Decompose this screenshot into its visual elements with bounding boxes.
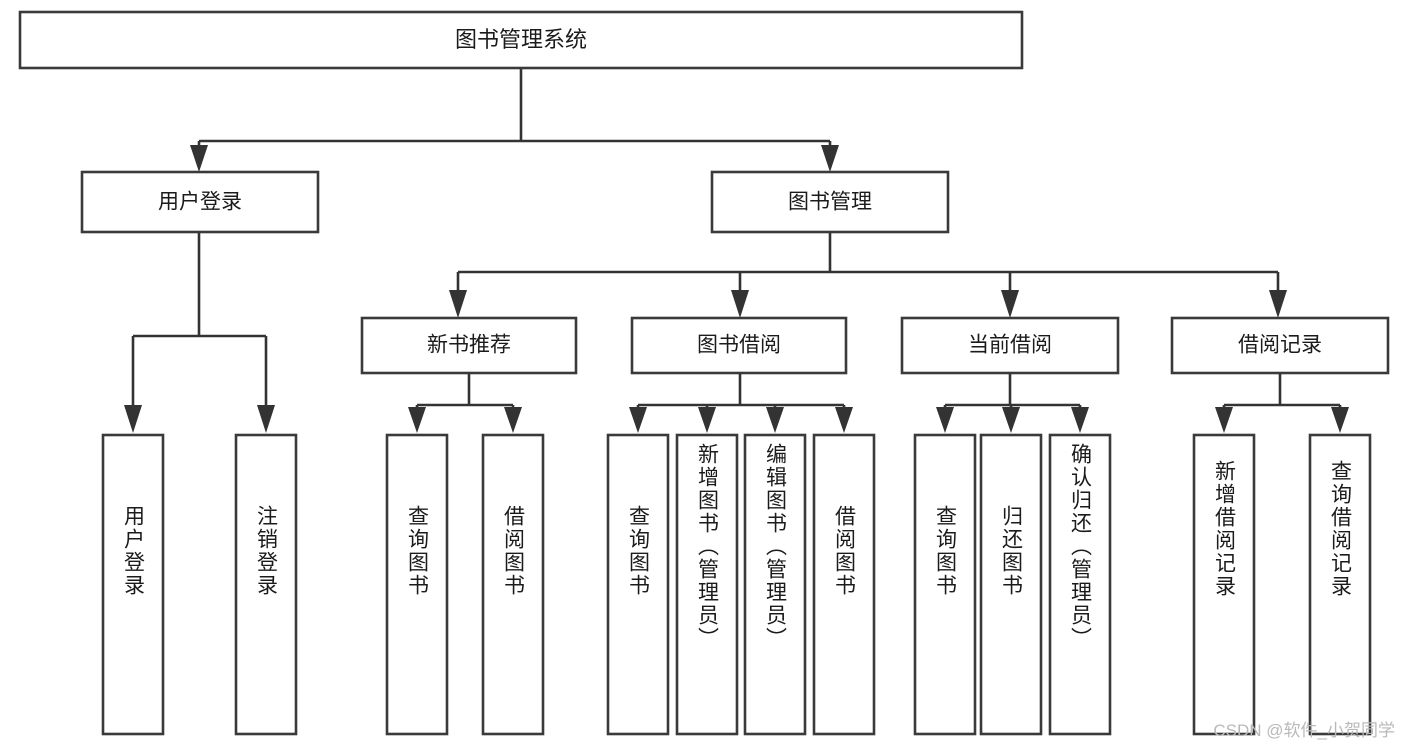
node-box-new-book-rec[interactable] bbox=[360, 316, 578, 375]
node-box-leaf-new-book-1[interactable] bbox=[385, 433, 449, 736]
connector-group-currentborrow bbox=[936, 373, 1089, 433]
connector-group-userlogin bbox=[124, 232, 275, 433]
node-box-leaf-new-book-2[interactable] bbox=[481, 433, 545, 736]
node-label-current-borrow: 当前借阅 bbox=[968, 334, 1052, 357]
node-box-book-manage[interactable] bbox=[710, 170, 950, 234]
node-box-leaf-borrow-record-2[interactable] bbox=[1308, 433, 1372, 736]
node-box-leaf-book-borrow-1[interactable] bbox=[606, 433, 670, 736]
node-box-leaf-current-borrow-1[interactable] bbox=[913, 433, 977, 736]
node-box-leaf-user-login-2[interactable] bbox=[234, 433, 298, 736]
arrow-head-leaf-currentborrow-2 bbox=[1002, 407, 1020, 433]
arrow-head-newbook bbox=[449, 290, 467, 318]
arrow-head-leaf-newbook-1 bbox=[408, 407, 426, 433]
node-label-book-manage: 图书管理 bbox=[788, 191, 872, 214]
connector-group-bookmanage bbox=[449, 232, 1287, 318]
watermark-label: CSDN @软件_小贺同学 bbox=[1213, 721, 1395, 740]
node-label-new-book-rec: 新书推荐 bbox=[427, 334, 511, 357]
arrow-head-leaf-currentborrow-1 bbox=[936, 407, 954, 433]
arrow-head-leaf-currentborrow-3 bbox=[1071, 407, 1089, 433]
node-box-leaf-book-borrow-4[interactable] bbox=[812, 433, 876, 736]
arrow-head-leaf-bookborrow-2 bbox=[698, 407, 716, 433]
node-box-current-borrow[interactable] bbox=[900, 316, 1120, 375]
arrow-head-leaf-bookborrow-4 bbox=[835, 407, 853, 433]
node-box-leaf-current-borrow-2[interactable] bbox=[979, 433, 1043, 736]
node-box-leaf-book-borrow-2[interactable] bbox=[675, 433, 739, 736]
arrow-head-currentborrow bbox=[1001, 290, 1019, 318]
node-box-leaf-book-borrow-3[interactable] bbox=[743, 433, 807, 736]
connector-group-bookborrow bbox=[629, 373, 853, 433]
arrow-head-bookmanage bbox=[821, 145, 839, 172]
node-box-borrow-record[interactable] bbox=[1170, 316, 1390, 375]
node-label-user-login: 用户登录 bbox=[158, 191, 242, 214]
arrow-head-leaf-newbook-2 bbox=[504, 407, 522, 433]
connector-group-borrowrecord bbox=[1215, 373, 1349, 433]
node-box-user-login[interactable] bbox=[80, 170, 320, 234]
connector-group-newbook bbox=[408, 373, 522, 433]
arrow-head-leaf-user-login-1 bbox=[124, 405, 142, 433]
arrow-head-bookborrow bbox=[731, 290, 749, 318]
arrow-head-leaf-user-login-2 bbox=[257, 405, 275, 433]
node-label-book-borrow: 图书借阅 bbox=[697, 334, 781, 357]
node-box-leaf-borrow-record-1[interactable] bbox=[1192, 433, 1256, 736]
arrow-head-leaf-bookborrow-3 bbox=[766, 407, 784, 433]
arrow-head-leaf-borrowrecord-1 bbox=[1215, 407, 1233, 433]
node-box-book-borrow[interactable] bbox=[630, 316, 848, 375]
node-box-leaf-current-borrow-3[interactable] bbox=[1048, 433, 1112, 736]
node-label-borrow-record: 借阅记录 bbox=[1238, 334, 1322, 357]
arrow-head-userlogin bbox=[190, 145, 208, 172]
arrow-head-leaf-bookborrow-1 bbox=[629, 407, 647, 433]
arrow-head-leaf-borrowrecord-2 bbox=[1331, 407, 1349, 433]
node-label-root: 图书管理系统 bbox=[455, 27, 587, 52]
node-box-leaf-user-login-1[interactable] bbox=[101, 433, 165, 736]
connector-group-root bbox=[190, 68, 839, 172]
arrow-head-borrowrecord bbox=[1269, 290, 1287, 318]
node-box-root[interactable] bbox=[18, 10, 1024, 70]
